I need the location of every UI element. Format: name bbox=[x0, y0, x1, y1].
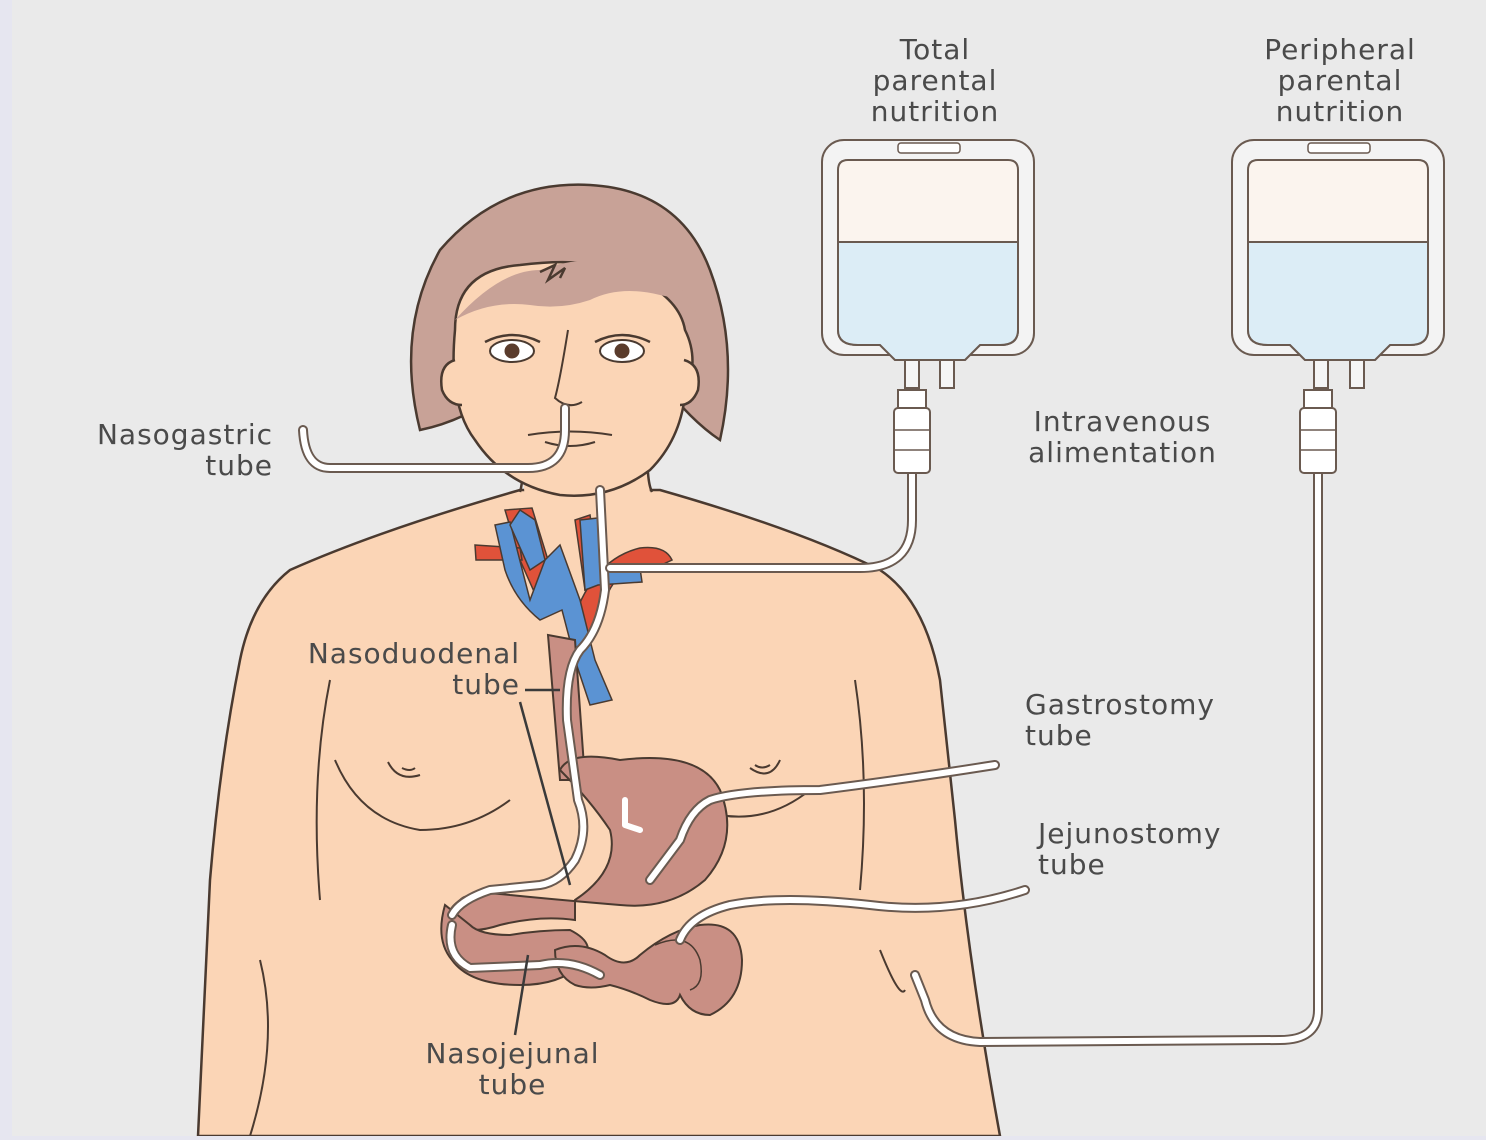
intravenous-alimentation-label: Intravenous alimentation bbox=[1005, 406, 1240, 468]
nasoduodenal-tube-label: Nasoduodenal tube bbox=[255, 638, 520, 700]
label-line: alimentation bbox=[1005, 437, 1240, 468]
label-line: Jejunostomy bbox=[1038, 818, 1278, 849]
label-line: tube bbox=[255, 669, 520, 700]
label-line: tube bbox=[400, 1069, 625, 1100]
label-line: Nasojejunal bbox=[400, 1038, 625, 1069]
label-line: Total bbox=[845, 34, 1025, 65]
label-line: Intravenous bbox=[1005, 406, 1240, 437]
label-line: nutrition bbox=[845, 96, 1025, 127]
label-line: tube bbox=[1038, 849, 1278, 880]
jejunostomy-tube-label: Jejunostomy tube bbox=[1038, 818, 1278, 880]
label-line: Nasoduodenal bbox=[255, 638, 520, 669]
label-line: parental bbox=[845, 65, 1025, 96]
label-line: Nasogastric bbox=[55, 419, 273, 450]
label-line: nutrition bbox=[1235, 96, 1445, 127]
total-parenteral-nutrition-label: Total parental nutrition bbox=[845, 34, 1025, 127]
label-line: Peripheral bbox=[1235, 34, 1445, 65]
label-line: Gastrostomy bbox=[1025, 689, 1265, 720]
label-line: parental bbox=[1235, 65, 1445, 96]
label-line: tube bbox=[55, 450, 273, 481]
label-line: tube bbox=[1025, 720, 1265, 751]
gastrostomy-tube-label: Gastrostomy tube bbox=[1025, 689, 1265, 751]
nasogastric-tube-label: Nasogastric tube bbox=[55, 419, 273, 481]
nasojejunal-tube-label: Nasojejunal tube bbox=[400, 1038, 625, 1100]
peripheral-parenteral-nutrition-label: Peripheral parental nutrition bbox=[1235, 34, 1445, 127]
